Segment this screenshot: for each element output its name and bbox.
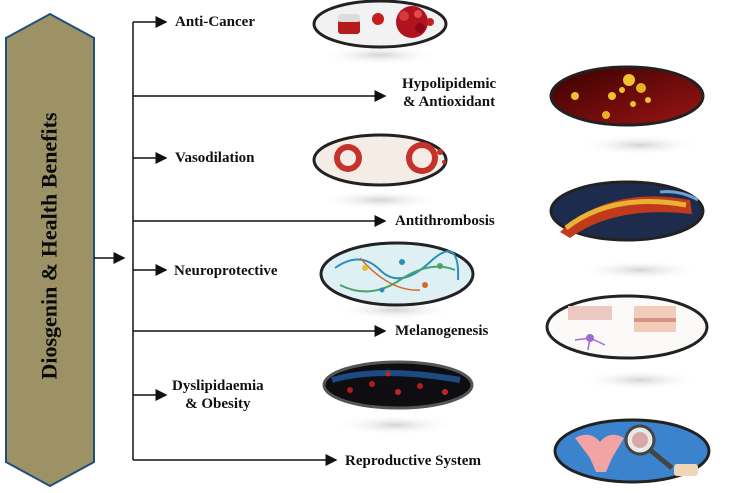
title-panel: Diosgenin & Health Benefits <box>4 20 96 472</box>
blood-vessel-fat-image <box>549 65 705 127</box>
neuron-network-image <box>319 241 475 307</box>
cancer-cells-image <box>312 0 448 49</box>
title-text: Diosgenin & Health Benefits <box>37 112 62 380</box>
label-dyslipidaemia-line1: Dyslipidaemia <box>172 378 264 394</box>
label-dyslipidaemia-line2: & Obesity <box>185 396 251 412</box>
title-hexagon <box>5 12 95 488</box>
label-vasodilation: Vasodilation <box>175 150 255 166</box>
label-hypolipidemic-line2: & Antioxidant <box>403 94 496 110</box>
dilated-vessel-cross-section-image <box>312 133 448 187</box>
blood-cells-vessel-image <box>322 360 474 410</box>
label-melanogenesis: Melanogenesis <box>395 323 489 339</box>
label-hypolipidemic: Hypolipidemic & Antioxidant <box>402 75 496 111</box>
label-dyslipidaemia: Dyslipidaemia & Obesity <box>172 377 264 413</box>
skin-melanocyte-image <box>545 294 709 360</box>
uterus-magnifier-image <box>553 418 711 484</box>
label-anti-cancer: Anti-Cancer <box>175 14 255 30</box>
label-antithrombosis: Antithrombosis <box>395 213 495 229</box>
artery-plaque-image <box>549 180 705 242</box>
label-neuroprotective: Neuroprotective <box>174 263 278 279</box>
label-hypolipidemic-line1: Hypolipidemic <box>402 76 497 92</box>
label-reproductive-system: Reproductive System <box>345 453 481 469</box>
